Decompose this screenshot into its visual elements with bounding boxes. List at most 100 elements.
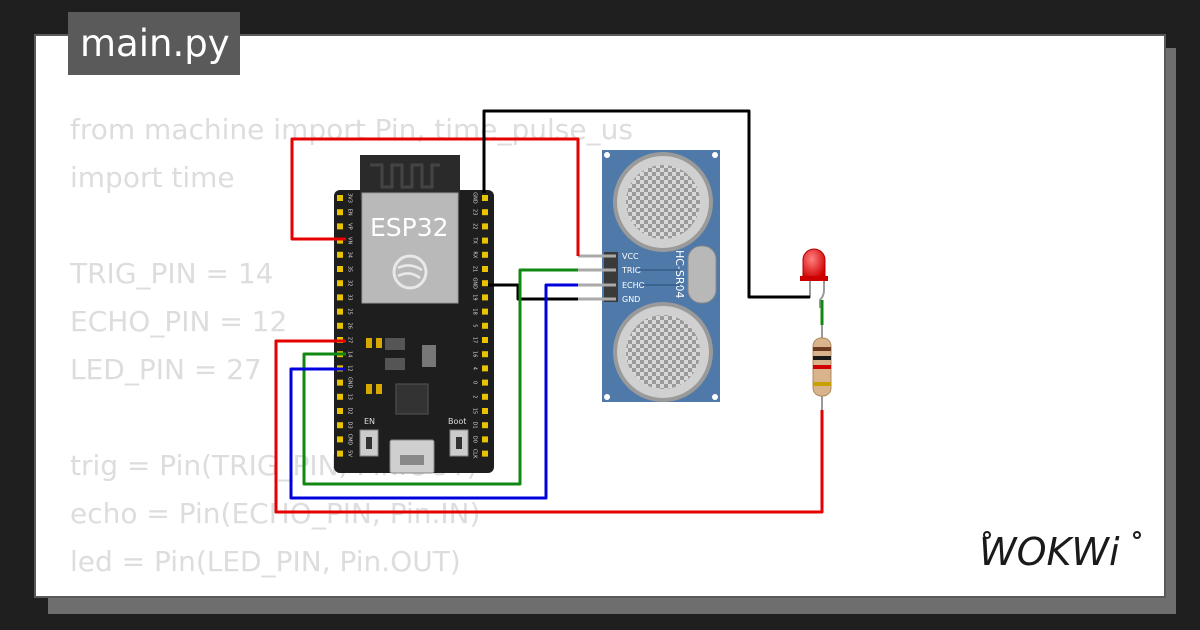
header-pin[interactable] xyxy=(482,195,488,201)
wire-trig[interactable] xyxy=(302,268,578,486)
wire-led[interactable] xyxy=(274,339,824,514)
pin-label: 16 xyxy=(472,351,478,357)
smd-component xyxy=(366,384,372,394)
header-pin[interactable] xyxy=(482,436,488,443)
pin-header xyxy=(604,252,618,302)
pin-label: D2 xyxy=(347,407,353,414)
header-pin[interactable] xyxy=(482,266,488,272)
resistor-band xyxy=(813,347,831,351)
led-red[interactable] xyxy=(800,248,828,308)
header-pin[interactable] xyxy=(482,223,488,230)
header-pin[interactable] xyxy=(482,408,488,414)
resistor-band xyxy=(813,356,831,360)
pin-label: 14 xyxy=(347,351,353,357)
wire-gnd-led[interactable] xyxy=(482,109,810,299)
boot-button-label: Boot xyxy=(448,417,466,426)
esp32-board[interactable]: ESP32 EN Boot 3V3ENVPVN34353233252627141… xyxy=(334,155,494,474)
en-button-cap xyxy=(366,437,372,449)
usb-port-slot xyxy=(400,455,424,465)
header-pin[interactable] xyxy=(337,195,343,201)
header-pin[interactable] xyxy=(337,450,343,457)
pin-label: EN xyxy=(347,209,353,216)
pin-label: TX xyxy=(472,236,478,244)
code-line: led = Pin(LED_PIN, Pin.OUT) xyxy=(70,545,461,578)
header-pin[interactable] xyxy=(337,266,343,272)
pin-label-gnd: GND xyxy=(622,295,640,304)
header-pin[interactable] xyxy=(482,393,488,400)
pin-label-vcc: VCC xyxy=(622,252,639,261)
code-line: import time xyxy=(70,161,235,194)
header-pin[interactable] xyxy=(337,294,343,301)
pin-label: GND xyxy=(472,277,478,289)
pin-label-trig: TRIG xyxy=(621,266,641,275)
pin-label: 2 xyxy=(472,395,478,398)
header-pin[interactable] xyxy=(337,436,343,443)
espressif-logo-wave xyxy=(397,264,423,280)
header-pin[interactable] xyxy=(482,450,488,457)
header-pin[interactable] xyxy=(482,337,488,343)
wire-gnd-sensor[interactable] xyxy=(488,283,578,301)
espressif-logo-icon xyxy=(392,254,428,290)
header-pin[interactable] xyxy=(482,422,488,429)
pin-label: D1 xyxy=(472,422,478,429)
pin-label: 13 xyxy=(347,394,353,400)
pin-label: 19 xyxy=(472,294,478,300)
resistor[interactable] xyxy=(812,325,832,410)
mount-hole xyxy=(712,394,718,400)
header-pin[interactable] xyxy=(337,393,343,400)
pin-label: 17 xyxy=(472,337,478,343)
smd-component xyxy=(376,384,382,394)
component-icon xyxy=(422,345,436,367)
wire-vcc[interactable] xyxy=(290,137,580,256)
header-pin[interactable] xyxy=(337,308,343,315)
header-pin[interactable] xyxy=(337,379,343,386)
pin-label: 3V3 xyxy=(347,193,353,203)
header-pin[interactable] xyxy=(482,308,488,315)
mount-hole xyxy=(604,394,610,400)
hc-sr04-sensor[interactable]: HC-SR04 VCC TRIG ECHO GND xyxy=(578,150,720,402)
header-pin[interactable] xyxy=(482,209,488,216)
pin-label: 32 xyxy=(347,280,353,286)
file-tab[interactable]: main.py xyxy=(68,12,240,75)
pin-label: GND xyxy=(347,377,353,389)
header-pin[interactable] xyxy=(482,251,488,258)
header-pin[interactable] xyxy=(482,379,488,386)
header-pin[interactable] xyxy=(337,322,343,329)
header-pin[interactable] xyxy=(482,351,488,358)
code-line: ECHO_PIN = 12 xyxy=(70,305,288,338)
resistor-band xyxy=(813,382,831,386)
transducer-mesh xyxy=(626,315,700,389)
pin-label: 12 xyxy=(347,365,353,371)
pin-label: 0 xyxy=(472,381,478,384)
pin-label: RX xyxy=(472,251,478,258)
header-pin[interactable] xyxy=(482,365,488,372)
header-pin[interactable] xyxy=(337,209,343,216)
pin-label: VP xyxy=(347,223,353,229)
pin-label: 15 xyxy=(472,408,478,414)
esp32-label: ESP32 xyxy=(370,213,449,242)
header-pin[interactable] xyxy=(482,280,488,287)
pin-label: CLK xyxy=(472,449,478,459)
pin-label: CMD xyxy=(347,434,353,446)
mount-hole xyxy=(604,152,610,158)
header-pin[interactable] xyxy=(337,251,343,258)
smd-component xyxy=(366,338,372,348)
sensor-name: HC-SR04 xyxy=(673,250,686,299)
wokwi-logo-text: WOKWi xyxy=(979,530,1120,574)
antenna-trace xyxy=(370,163,440,189)
header-pin[interactable] xyxy=(482,237,488,244)
header-pin[interactable] xyxy=(337,408,343,414)
header-pin[interactable] xyxy=(337,422,343,429)
wires xyxy=(274,109,824,514)
header-pin[interactable] xyxy=(482,294,488,301)
pin-label: D0 xyxy=(472,436,478,443)
pin-label: 26 xyxy=(347,323,353,329)
pin-label: GND xyxy=(472,192,478,204)
header-pin[interactable] xyxy=(482,322,488,329)
header-pin[interactable] xyxy=(337,280,343,287)
header-pin[interactable] xyxy=(337,237,343,244)
header-pin[interactable] xyxy=(337,223,343,230)
pin-label: 5V xyxy=(347,450,353,457)
transducer-mesh xyxy=(626,165,700,239)
wire-echo[interactable] xyxy=(289,283,578,500)
